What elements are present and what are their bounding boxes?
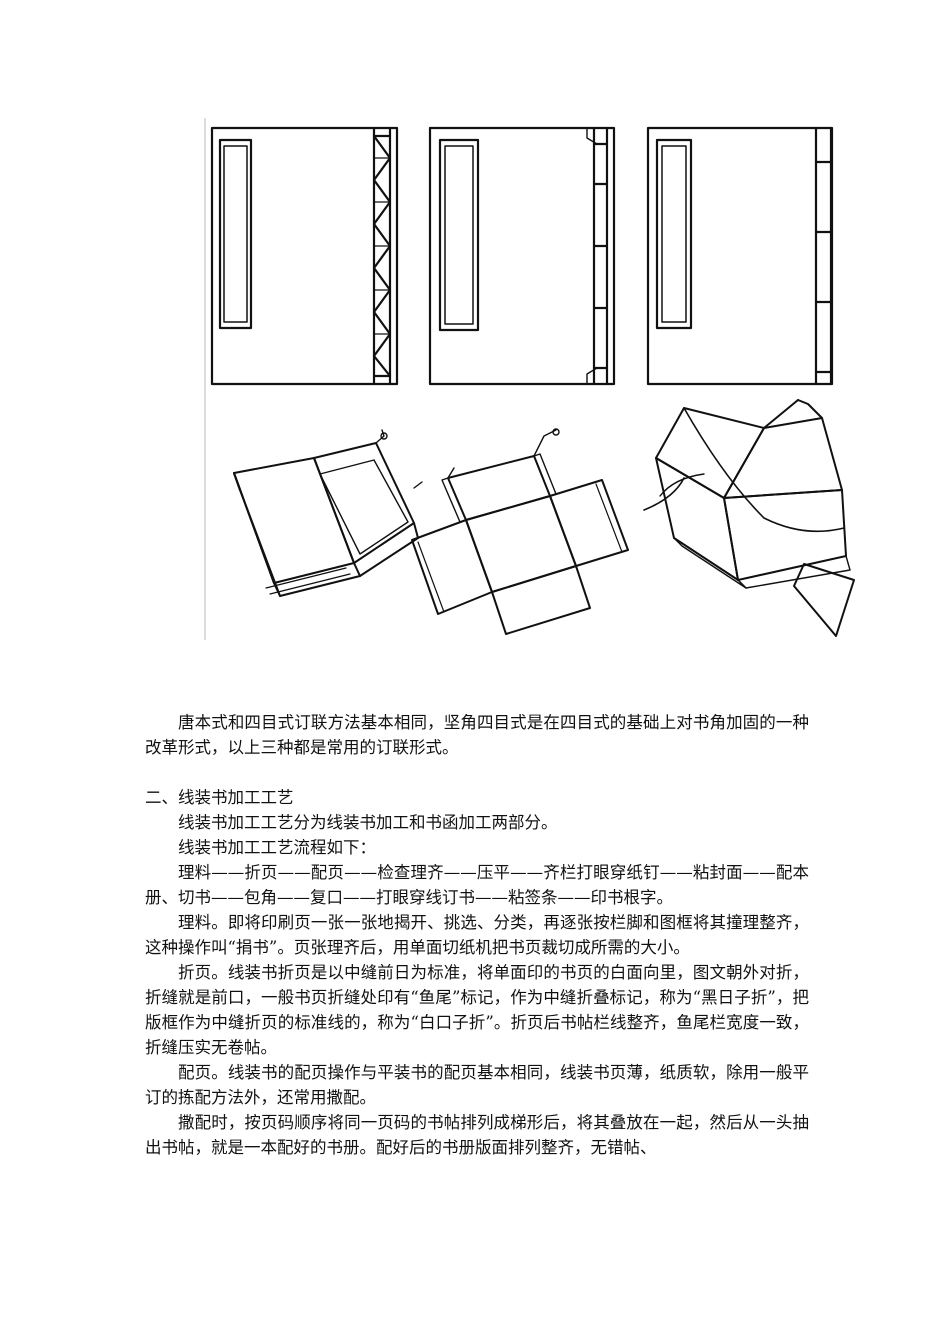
book-case-wrapped [643, 399, 855, 637]
book-four-hole-style [646, 126, 834, 386]
book-tang-style [210, 126, 399, 386]
binding-styles-figure [204, 118, 855, 640]
body-text: 唐本式和四目式订联方法基本相同，坚角四目式是在四目式的基础上对书角加固的一种改革… [145, 710, 809, 1160]
section-heading: 二、线装书加工工艺 [145, 788, 294, 807]
paragraph-overview: 线装书加工工艺分为线装书加工和书函加工两部分。 [178, 813, 558, 832]
paragraph-process-flow: 理料——折页——配页——检查理齐——压平——齐栏打眼穿纸钉——粘封面——配本册、… [145, 863, 809, 907]
book-case-open-box [233, 429, 423, 597]
paragraph-scatter-collating: 撒配时，按页码顺序将同一页码的书帖排列成梯形后，将其叠放在一起，然后从一头抽出书… [145, 1113, 809, 1157]
paragraph-process-intro: 线装书加工工艺流程如下： [178, 838, 376, 857]
paragraph-sorting: 理料。即将印刷页一张一张地揭开、挑选、分类，再逐张按栏脚和图框将其撞理整齐，这种… [145, 913, 809, 957]
book-reinforced-corner-style [428, 126, 616, 386]
paragraph-binding-summary: 唐本式和四目式订联方法基本相同，坚角四目式是在四目式的基础上对书角加固的一种改革… [145, 713, 809, 757]
paragraph-folding: 折页。线装书折页是以中缝前日为标准，将单面印的书页的白面向里，图文朝外对折，折缝… [145, 963, 809, 1057]
book-case-unfolded [411, 428, 629, 635]
bookbinding-illustration [204, 118, 862, 640]
paragraph-collating: 配页。线装书的配页操作与平装书的配页基本相同，线装书页薄，纸质软，除用一般平订的… [145, 1063, 809, 1107]
